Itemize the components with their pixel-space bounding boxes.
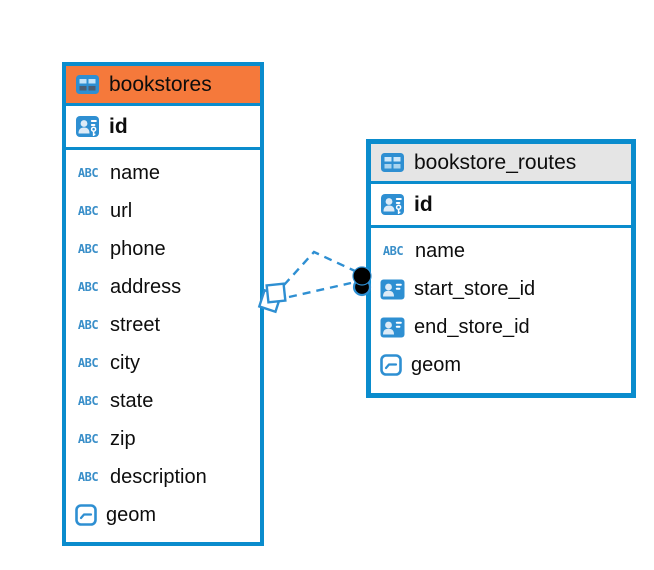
column-row-end-store-id[interactable]: end_store_id	[371, 308, 631, 346]
table-title: bookstore_routes	[414, 150, 577, 174]
table-bookstores[interactable]: bookstores id ABC name ABC url ABC	[62, 62, 264, 546]
column-row-geom[interactable]: geom	[371, 346, 631, 384]
primary-key-icon	[380, 192, 405, 217]
column-label: address	[110, 275, 182, 298]
column-label: zip	[110, 427, 136, 450]
column-label: name	[415, 239, 466, 262]
column-row-description[interactable]: ABC description	[66, 458, 260, 496]
relationship-dashed-lines[interactable]	[283, 250, 356, 299]
column-label: start_store_id	[414, 277, 536, 300]
reference-type-icon	[380, 279, 405, 300]
column-label: description	[110, 465, 207, 488]
text-type-icon: ABC	[77, 356, 99, 370]
table-header[interactable]: bookstore_routes	[371, 144, 631, 184]
text-type-icon: ABC	[77, 318, 99, 332]
column-row-city[interactable]: ABC city	[66, 344, 260, 382]
column-row-name[interactable]: ABC name	[371, 232, 631, 270]
column-label: street	[110, 313, 161, 336]
pk-row-id[interactable]: id	[66, 106, 260, 150]
text-type-icon: ABC	[77, 242, 99, 256]
text-type-icon: ABC	[77, 204, 99, 218]
text-type-icon: ABC	[77, 470, 99, 484]
column-row-state[interactable]: ABC state	[66, 382, 260, 420]
column-label: url	[110, 199, 133, 222]
column-row-phone[interactable]: ABC phone	[66, 230, 260, 268]
column-label: state	[110, 389, 154, 412]
table-icon	[380, 150, 405, 175]
text-type-icon: ABC	[77, 394, 99, 408]
text-type-icon: ABC	[382, 244, 404, 258]
column-row-zip[interactable]: ABC zip	[66, 420, 260, 458]
geometry-type-icon	[380, 354, 402, 376]
column-row-address[interactable]: ABC address	[66, 268, 260, 306]
column-label: end_store_id	[414, 315, 530, 338]
column-row-name[interactable]: ABC name	[66, 154, 260, 192]
column-label: phone	[110, 237, 166, 260]
geometry-type-icon	[75, 504, 97, 526]
column-row-url[interactable]: ABC url	[66, 192, 260, 230]
column-label: city	[110, 351, 140, 374]
table-icon	[75, 72, 100, 97]
column-row-geom[interactable]: geom	[66, 496, 260, 534]
table-title: bookstores	[109, 72, 212, 96]
pk-row-id[interactable]: id	[371, 184, 631, 228]
pk-label: id	[414, 192, 433, 216]
column-row-start-store-id[interactable]: start_store_id	[371, 270, 631, 308]
column-label: name	[110, 161, 161, 184]
table-header[interactable]: bookstores	[66, 66, 260, 106]
primary-key-icon	[75, 114, 100, 139]
column-row-street[interactable]: ABC street	[66, 306, 260, 344]
column-list: ABC name ABC url ABC phone ABC address A…	[66, 150, 260, 536]
column-label: geom	[106, 503, 157, 526]
column-list: ABC name start_store_id	[371, 228, 631, 386]
text-type-icon: ABC	[77, 432, 99, 446]
table-bookstore-routes[interactable]: bookstore_routes id ABC name	[366, 139, 636, 398]
reference-type-icon	[380, 317, 405, 338]
pk-label: id	[109, 114, 128, 138]
text-type-icon: ABC	[77, 166, 99, 180]
column-label: geom	[411, 353, 462, 376]
text-type-icon: ABC	[77, 280, 99, 294]
